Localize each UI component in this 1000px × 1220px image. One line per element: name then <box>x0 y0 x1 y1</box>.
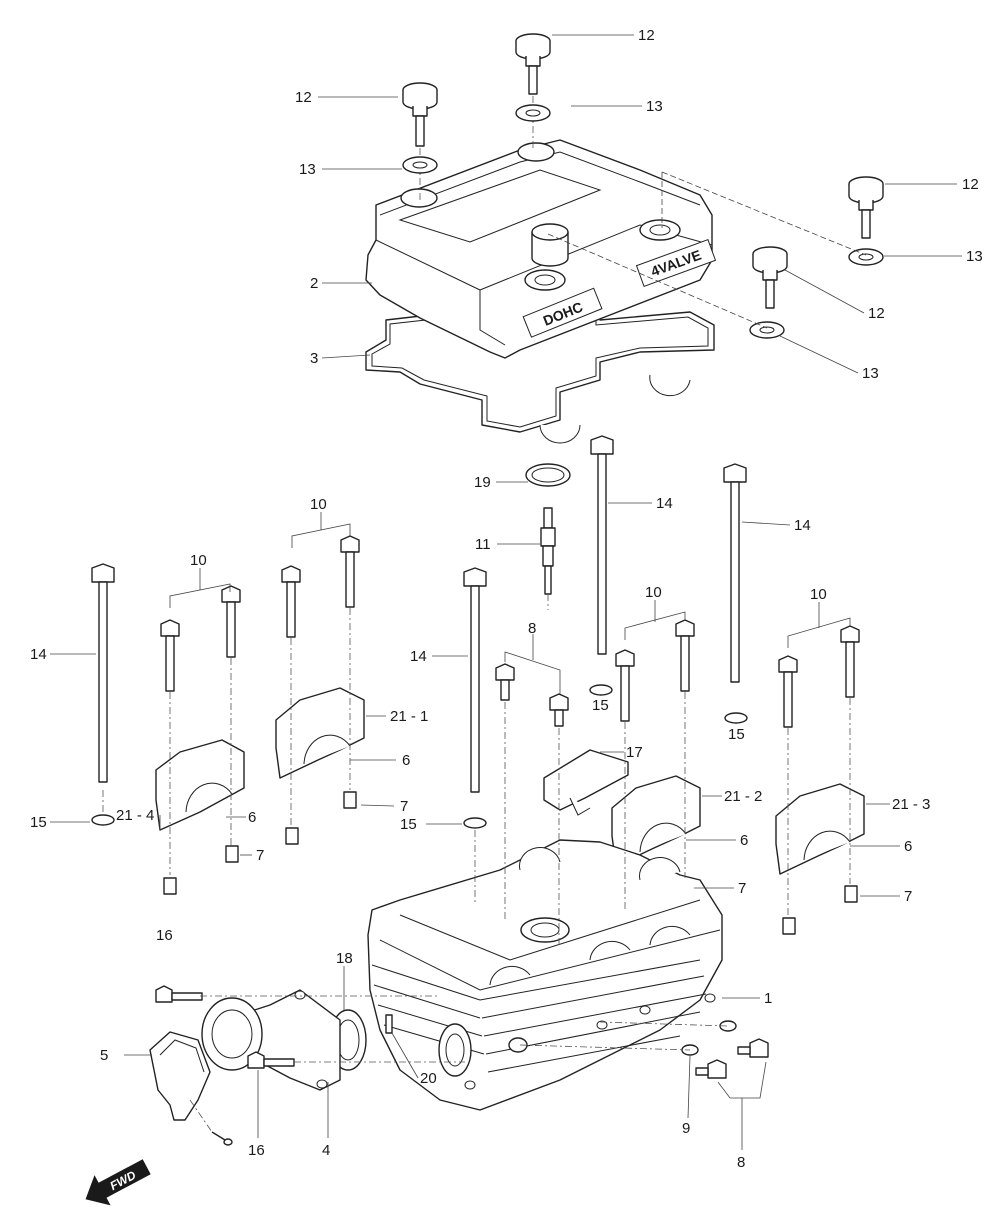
callout-7: 7 <box>904 888 912 905</box>
callout-7: 7 <box>738 880 746 897</box>
leader-lines <box>50 34 962 1150</box>
callout-12: 12 <box>638 27 655 44</box>
callout-5: 5 <box>100 1047 108 1064</box>
callout-19: 19 <box>474 474 491 491</box>
callout-21-2: 21 - 2 <box>724 788 762 805</box>
cover-bolts-washers <box>402 33 884 339</box>
callout-16: 16 <box>156 927 173 944</box>
callout-6: 6 <box>402 752 410 769</box>
callout-15: 15 <box>400 816 417 833</box>
callout-3: 3 <box>310 350 318 367</box>
callout-6: 6 <box>248 809 256 826</box>
callout-20: 20 <box>420 1070 437 1087</box>
callout-10: 10 <box>810 586 827 603</box>
callout-13: 13 <box>966 248 983 265</box>
callout-13: 13 <box>646 98 663 115</box>
center-lines <box>102 608 851 1133</box>
callout-4: 4 <box>322 1142 330 1159</box>
callout-1: 1 <box>764 990 772 1007</box>
callout-14: 14 <box>30 646 47 663</box>
callout-13: 13 <box>862 365 879 382</box>
side-bolts <box>681 1020 769 1079</box>
callout-10: 10 <box>190 552 207 569</box>
cylinder-head <box>367 839 723 1111</box>
callout-6: 6 <box>904 838 912 855</box>
forward-arrow: FWD <box>85 1159 151 1206</box>
callout-18: 18 <box>336 950 353 967</box>
callout-12: 12 <box>295 89 312 106</box>
intake-assembly <box>149 985 393 1146</box>
callout-8: 8 <box>737 1154 745 1171</box>
callout-7: 7 <box>400 798 408 815</box>
callout-12: 12 <box>868 305 885 322</box>
callout-14: 14 <box>794 517 811 534</box>
callout-15: 15 <box>728 726 745 743</box>
callout-14: 14 <box>410 648 427 665</box>
oring-sparkplug <box>525 463 571 610</box>
callout-17: 17 <box>626 744 643 761</box>
callout-14: 14 <box>656 495 673 512</box>
callout-7: 7 <box>256 847 264 864</box>
callout-9: 9 <box>682 1120 690 1137</box>
camshaft-holders <box>155 687 865 935</box>
short-bolts <box>160 535 860 728</box>
callout-21-1: 21 - 1 <box>390 708 428 725</box>
chain-guide <box>543 749 629 816</box>
callout-8: 8 <box>528 620 536 637</box>
callout-16: 16 <box>248 1142 265 1159</box>
callout-21-4: 21 - 4 <box>116 807 154 824</box>
callout-13: 13 <box>299 161 316 178</box>
callout-12: 12 <box>962 176 979 193</box>
long-bolts <box>91 435 748 829</box>
callout-6: 6 <box>740 832 748 849</box>
valve-cover: DOHC 4VALVE <box>365 139 717 444</box>
callout-11: 11 <box>475 536 491 553</box>
callout-21-3: 21 - 3 <box>892 796 930 813</box>
callout-2: 2 <box>310 275 318 292</box>
callout-15: 15 <box>30 814 47 831</box>
callout-labels: 12 12 13 13 12 13 2 12 3 13 19 14 10 14 … <box>30 27 983 1171</box>
callout-10: 10 <box>310 496 327 513</box>
callout-10: 10 <box>645 584 662 601</box>
callout-15: 15 <box>592 697 609 714</box>
